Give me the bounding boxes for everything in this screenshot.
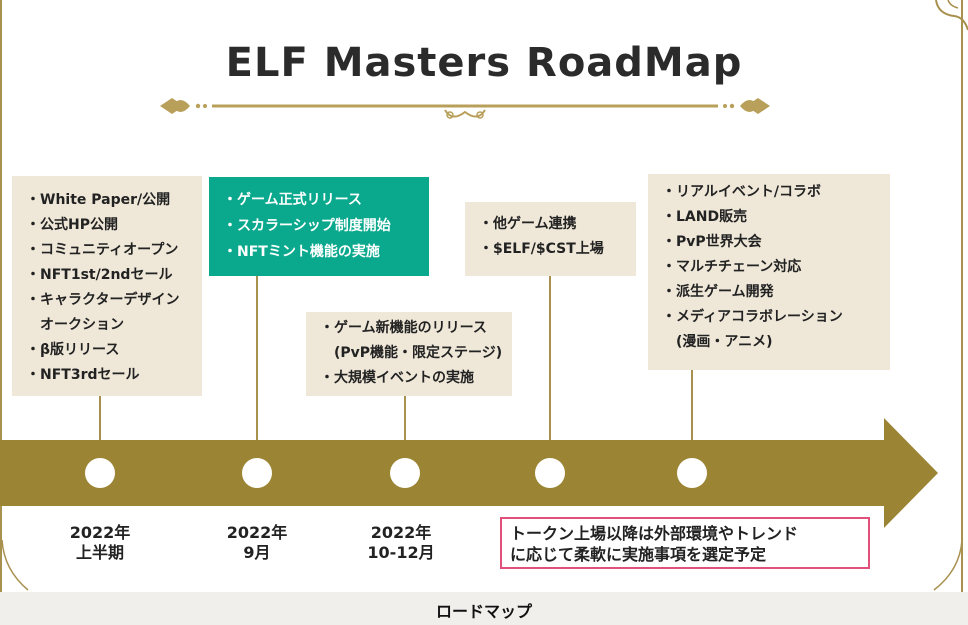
milestone-item: ・派生ゲーム開発 xyxy=(662,284,774,300)
left-border-line xyxy=(0,0,2,592)
milestone-item: (漫画・アニメ) xyxy=(662,334,773,350)
caption-bar xyxy=(0,592,968,625)
milestone-item: ・$ELF/$CST上場 xyxy=(479,241,604,257)
milestone-item: ・NFT3rdセール xyxy=(26,367,140,383)
timeline-dot xyxy=(85,458,115,488)
bottom-left-ornament-icon xyxy=(1,540,29,591)
roadmap-title: ELF Masters RoadMap xyxy=(225,40,743,86)
milestone-box-2: ・ゲーム正式リリース ・スカラーシップ制度開始 ・NFTミント機能の実施 xyxy=(209,177,429,276)
milestone-item: オークション xyxy=(26,317,124,333)
milestone-item: ・他ゲーム連携 xyxy=(479,216,577,232)
milestone-date-2: 2022年 9月 xyxy=(202,523,312,563)
milestone-box-1: ・White Paper/公開 ・公式HP公開 ・コミュニティオープン ・NFT… xyxy=(12,176,202,396)
timeline-dot xyxy=(677,458,707,488)
milestone-item: ・β版リリース xyxy=(26,342,120,358)
date-year: 2022年 xyxy=(370,523,432,542)
right-border-line xyxy=(961,0,963,592)
listing-note: トークン上場以降は外部環境やトレンド に応じて柔軟に実施事項を選定予定 xyxy=(500,517,870,569)
date-period: 上半期 xyxy=(75,543,124,562)
milestone-item: ・スカラーシップ制度開始 xyxy=(223,218,391,234)
milestone-box-3: ・ゲーム新機能のリリース (PvP機能・限定ステージ) ・大規模イベントの実施 xyxy=(306,312,512,396)
milestone-box-5: ・リアルイベント/コラボ ・LAND販売 ・PvP世界大会 ・マルチチェーン対応… xyxy=(648,174,890,370)
note-line: トークン上場以降は外部環境やトレンド xyxy=(510,524,799,543)
timeline-dot xyxy=(535,458,565,488)
milestone-date-3: 2022年 10-12月 xyxy=(346,523,456,563)
bottom-right-ornament-icon xyxy=(933,540,963,591)
date-year: 2022年 xyxy=(69,523,131,542)
date-year: 2022年 xyxy=(226,523,288,542)
note-line: に応じて柔軟に実施事項を選定予定 xyxy=(510,545,767,564)
milestone-item: ・リアルイベント/コラボ xyxy=(662,184,821,200)
stem-3 xyxy=(404,396,406,440)
roadmap-figure: ELF Masters RoadMap ・White Paper/公開 ・公式H… xyxy=(0,0,968,592)
milestone-item: ・マルチチェーン対応 xyxy=(662,259,802,275)
milestone-item: ・NFTミント機能の実施 xyxy=(223,244,380,260)
stem-1 xyxy=(99,396,101,440)
milestone-box-4: ・他ゲーム連携 ・$ELF/$CST上場 xyxy=(465,202,636,276)
figure-caption: ロードマップ xyxy=(435,602,532,621)
milestone-item: (PvP機能・限定ステージ) xyxy=(320,345,503,361)
date-period: 9月 xyxy=(243,543,271,562)
milestone-item: ・ゲーム正式リリース xyxy=(223,192,362,208)
milestone-date-1: 2022年 上半期 xyxy=(45,523,155,563)
milestone-item: ・White Paper/公開 xyxy=(26,192,171,208)
date-period: 10-12月 xyxy=(367,543,435,562)
stem-5 xyxy=(691,370,693,440)
milestone-item: ・大規模イベントの実施 xyxy=(320,370,474,386)
stem-2 xyxy=(256,276,258,440)
milestone-item: ・ゲーム新機能のリリース xyxy=(320,320,487,336)
milestone-item: ・コミュニティオープン xyxy=(26,242,179,258)
milestone-item: ・NFT1st/2ndセール xyxy=(26,267,173,283)
timeline-dot xyxy=(242,458,272,488)
stem-4 xyxy=(549,276,551,440)
timeline-arrow xyxy=(0,418,938,528)
milestone-item: ・公式HP公開 xyxy=(26,217,118,233)
milestone-item: ・キャラクターデザイン xyxy=(26,292,180,308)
milestone-item: ・PvP世界大会 xyxy=(662,234,762,250)
milestone-item: ・メディアコラボレーション xyxy=(662,309,843,325)
milestone-item: ・LAND販売 xyxy=(662,209,748,225)
corner-ornament-icon xyxy=(935,0,968,31)
ornamental-divider-icon xyxy=(160,98,770,119)
timeline-dot xyxy=(390,458,420,488)
